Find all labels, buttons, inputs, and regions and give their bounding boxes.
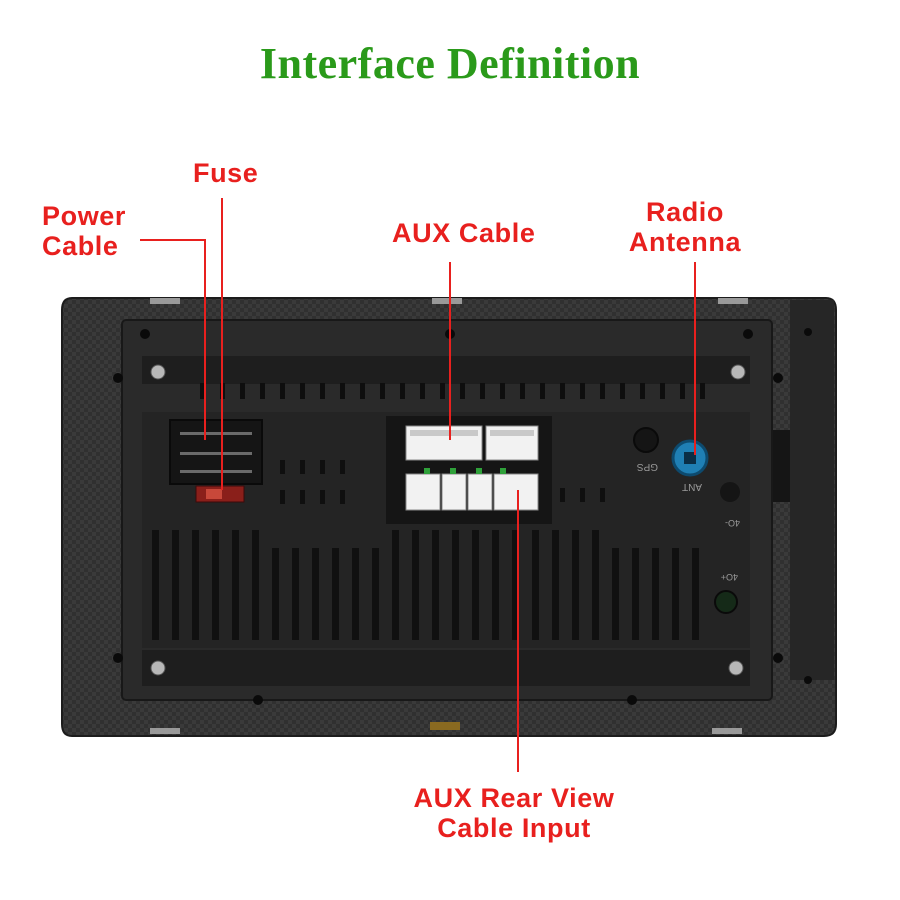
radio-antenna-label-line2: Antenna — [628, 227, 742, 257]
ant-marking: ANT — [682, 481, 702, 492]
aux-cable-label: AUX Cable — [392, 218, 536, 248]
fl-marking: 4O- — [725, 518, 740, 528]
middle-vent-slots — [280, 460, 605, 504]
radio-antenna-label: Radio Antenna — [622, 197, 748, 257]
bottom-rail — [142, 650, 750, 686]
audio-jack — [720, 482, 740, 502]
fuse-label: Fuse — [193, 158, 259, 188]
power-cable-label-line1: Power — [42, 201, 127, 231]
aux-rear-view-label-line1: AUX Rear View — [413, 783, 615, 813]
fr-marking: 4O+ — [721, 572, 738, 582]
power-cable-label: Power Cable — [42, 201, 126, 261]
mount-tab — [432, 298, 462, 304]
aux-rear-view-label: AUX Rear View Cable Input — [396, 783, 632, 843]
mount-holes — [113, 328, 812, 705]
top-rail — [142, 356, 750, 384]
aux-rear-view-connector — [405, 473, 539, 511]
mount-tab — [150, 728, 180, 734]
mount-tab — [150, 298, 180, 304]
gps-jack — [633, 427, 659, 453]
heatsink-fins — [152, 530, 699, 640]
power-cable-label-line2: Cable — [42, 231, 119, 261]
side-bracket — [790, 300, 834, 680]
center-tab — [430, 722, 460, 730]
mount-tab — [712, 728, 742, 734]
screws — [150, 364, 746, 676]
radio-antenna-label-line1: Radio — [645, 197, 724, 227]
gps-marking: GPS — [637, 461, 658, 472]
top-vent-slots — [200, 383, 705, 399]
aux-rear-view-label-line2: Cable Input — [437, 813, 591, 843]
audio-jack — [714, 590, 738, 614]
mount-tab — [718, 298, 748, 304]
power-cable-leader — [140, 239, 206, 440]
leader-lines — [140, 198, 696, 772]
page-title: Interface Definition — [259, 39, 641, 88]
